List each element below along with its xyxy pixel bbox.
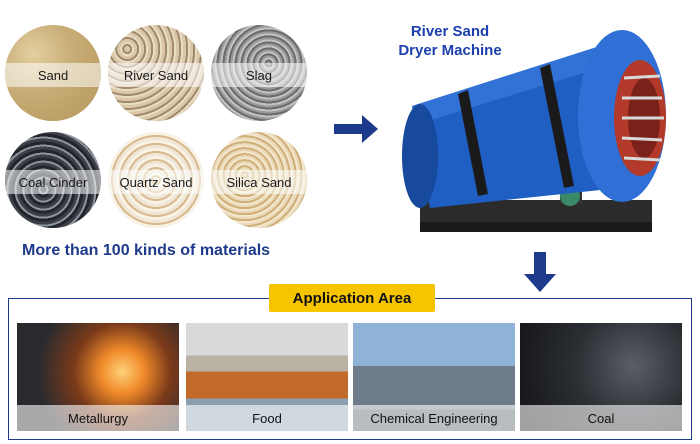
- application-tile-label: Chemical Engineering: [353, 405, 515, 431]
- application-tile-label: Coal: [520, 405, 682, 431]
- materials-caption: More than 100 kinds of materials: [22, 242, 271, 259]
- application-tile-label: Metallurgy: [17, 405, 179, 431]
- machine-title-line2: Dryer Machine: [398, 42, 502, 59]
- material-sand-image: Sand: [5, 25, 101, 121]
- application-food-image: Food: [186, 323, 348, 431]
- application-tile-label: Food: [186, 405, 348, 431]
- material-label: Sand: [5, 63, 101, 87]
- material-label: Silica Sand: [211, 170, 307, 194]
- material-label: River Sand: [108, 63, 204, 87]
- application-metallurgy-image: Metallurgy: [17, 323, 179, 431]
- arrow-down-icon: [524, 252, 556, 292]
- arrow-right-icon: [334, 115, 378, 143]
- material-coal-cinder-image: Coal Cinder: [5, 132, 101, 228]
- machine-title: River Sand Dryer Machine: [380, 22, 520, 60]
- material-label: Coal Cinder: [5, 170, 101, 194]
- application-coal-image: Coal: [520, 323, 682, 431]
- material-river-sand-image: River Sand: [108, 25, 204, 121]
- material-label: Quartz Sand: [108, 170, 204, 194]
- material-silica-sand-image: Silica Sand: [211, 132, 307, 228]
- dryer-machine-image: [402, 30, 666, 232]
- machine-title-line1: River Sand: [410, 23, 490, 40]
- material-label: Slag: [211, 63, 307, 87]
- material-quartz-sand-image: Quartz Sand: [108, 132, 204, 228]
- application-area-label: Application Area: [269, 284, 435, 312]
- material-slag-image: Slag: [211, 25, 307, 121]
- application-chemical-engineering-image: Chemical Engineering: [353, 323, 515, 431]
